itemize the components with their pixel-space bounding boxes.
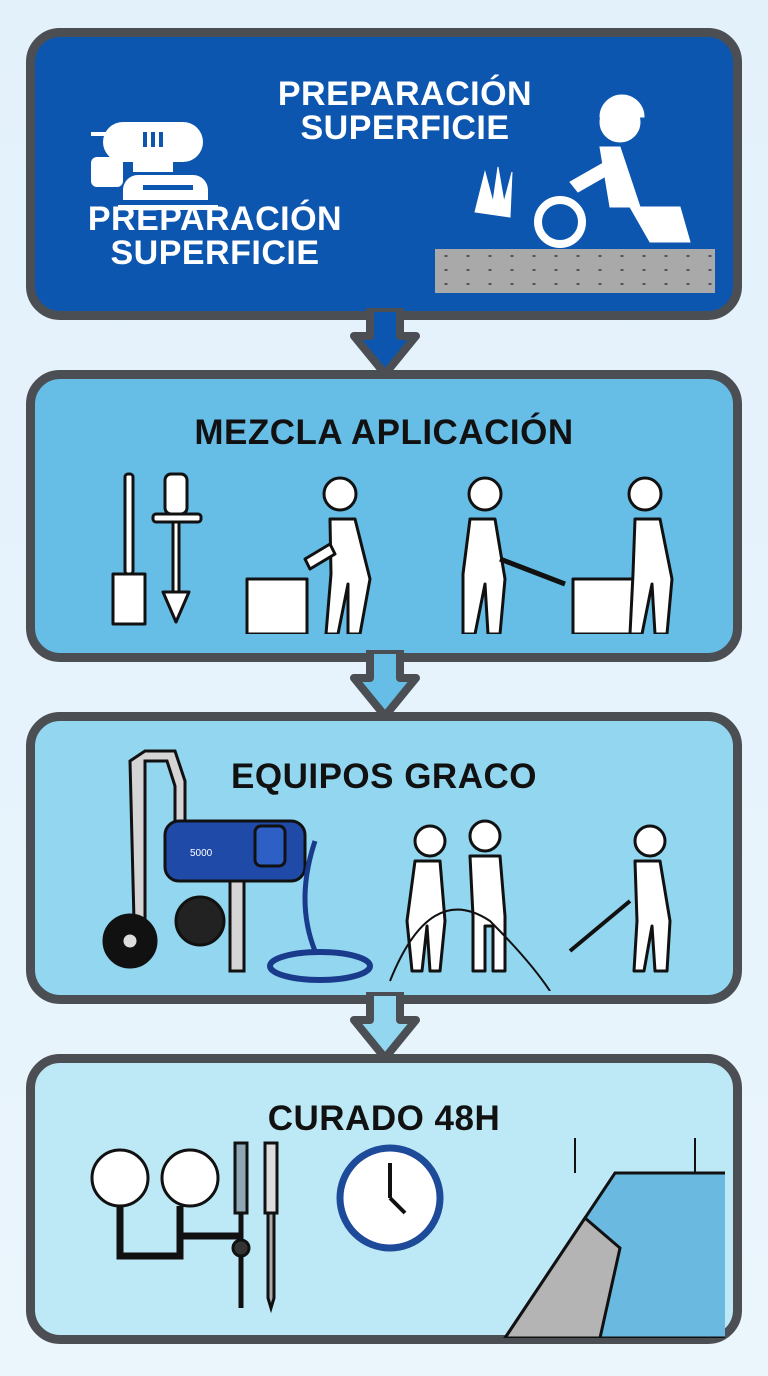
flow-arrow-3 bbox=[350, 992, 420, 1062]
step-title: EQUIPOS GRACO bbox=[231, 757, 537, 796]
mixing-workers-illustration bbox=[111, 472, 674, 634]
step-title: MEZCLA APLICACIÓN bbox=[194, 413, 574, 452]
pressure-gauge-icon bbox=[90, 1148, 150, 1208]
step-title: PREPARACIÓN SUPERFICIE bbox=[255, 77, 555, 145]
flow-arrow-2 bbox=[350, 650, 420, 720]
graco-sprayer-illustration: 5000 bbox=[102, 749, 672, 991]
curing-tools-illustration bbox=[90, 1138, 725, 1338]
title-line-1: PREPARACIÓN bbox=[277, 75, 533, 113]
flow-arrow-1 bbox=[350, 308, 420, 378]
step-panel-equipos-graco: EQUIPOS GRACO 5000 bbox=[26, 712, 742, 1004]
step-panel-curado: CURADO 48H bbox=[26, 1054, 742, 1344]
step-panel-mezcla: MEZCLA APLICACIÓN bbox=[26, 370, 742, 662]
pressure-gauge-icon bbox=[160, 1148, 220, 1208]
machine-label: 5000 bbox=[190, 848, 213, 859]
subtitle-line-2: SUPERFICIE bbox=[110, 234, 320, 272]
worker-grinding-icon bbox=[474, 94, 691, 248]
concrete-floor-icon bbox=[435, 249, 715, 293]
step-panel-preparacion: PREPARACIÓN SUPERFICIE PREPARACIÓN SUPER… bbox=[26, 28, 742, 320]
title-line-2: SUPERFICIE bbox=[300, 109, 510, 147]
orbital-sander-icon bbox=[91, 122, 218, 210]
step-title: CURADO 48H bbox=[267, 1099, 501, 1138]
